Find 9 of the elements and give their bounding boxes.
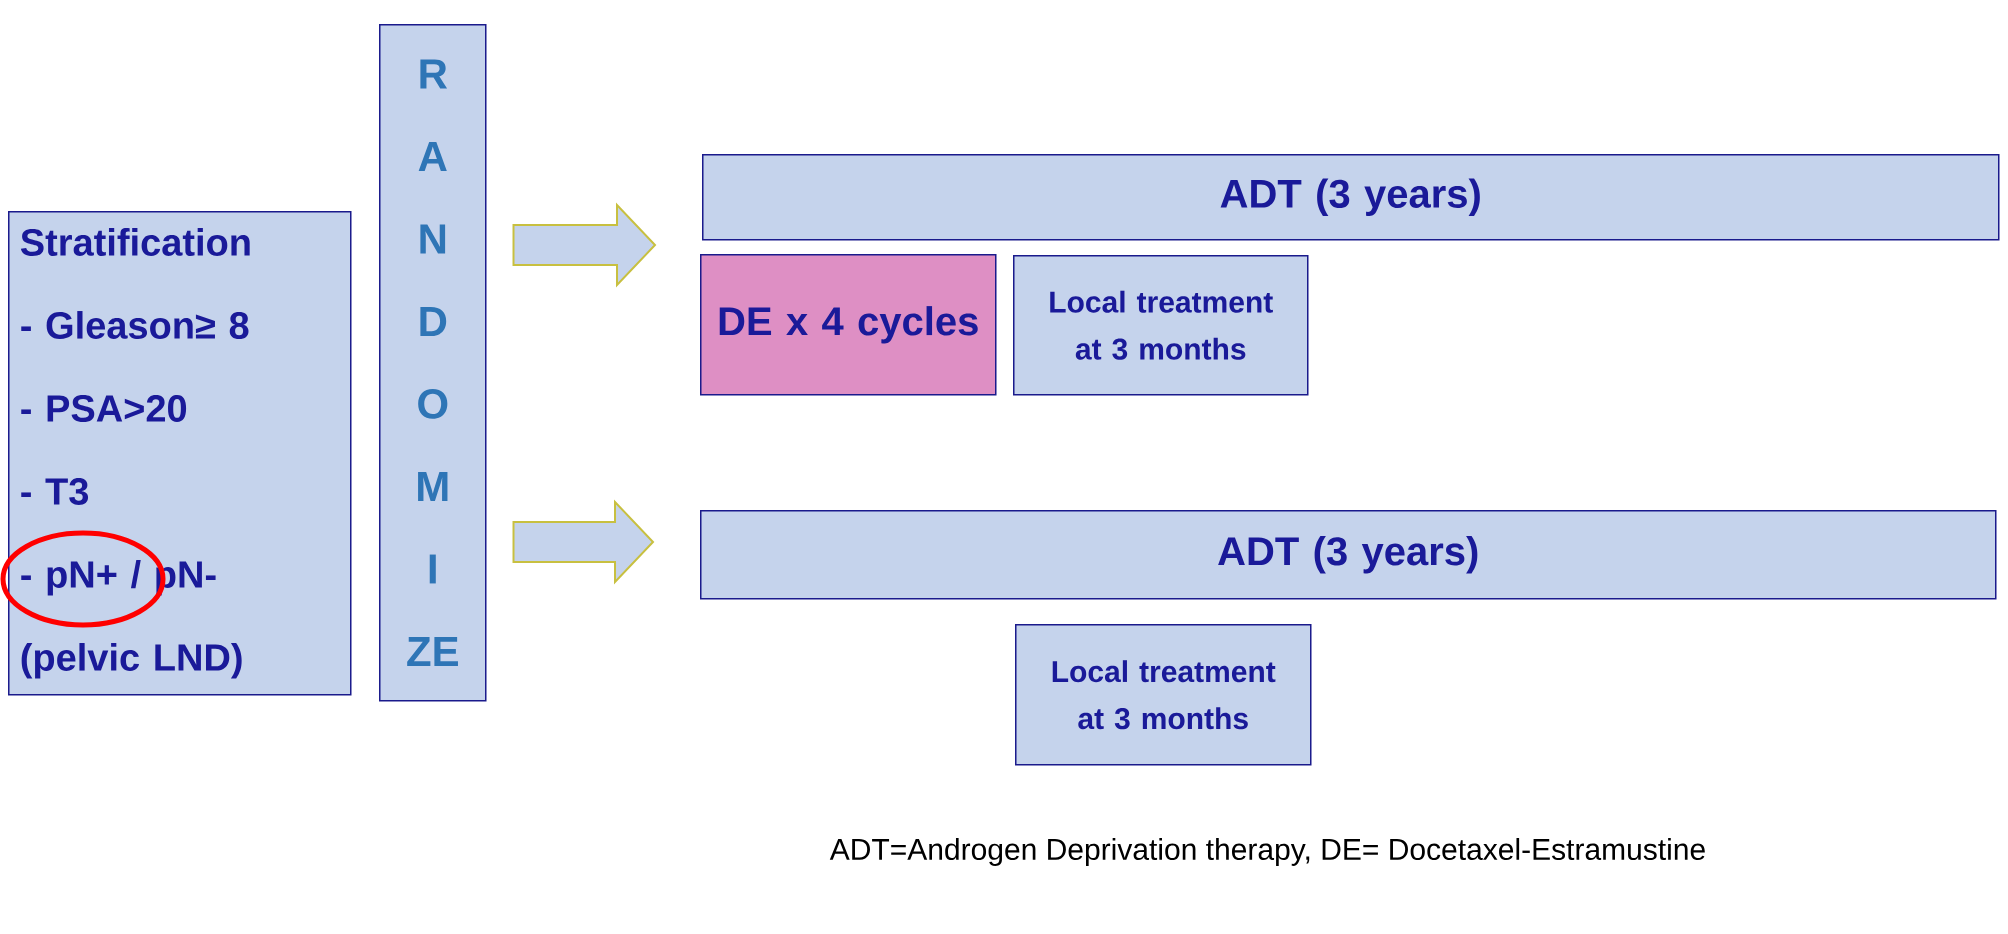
treatment-box: Local treatment at 3 months [1015,624,1312,766]
treatment-box: DE x 4 cycles [700,254,997,396]
randomize-box: R A N D O M I ZE [379,24,487,702]
treatment-bar: ADT (3 years) [700,510,1997,600]
footnote: ADT=Androgen Deprivation therapy, DE= Docetaxel-Estramustine [829,838,1705,866]
treatment-bar: ADT (3 years) [702,154,2000,241]
block-arrow [512,202,657,288]
block-arrow [512,499,655,585]
treatment-box: Local treatment at 3 months [1013,255,1309,396]
